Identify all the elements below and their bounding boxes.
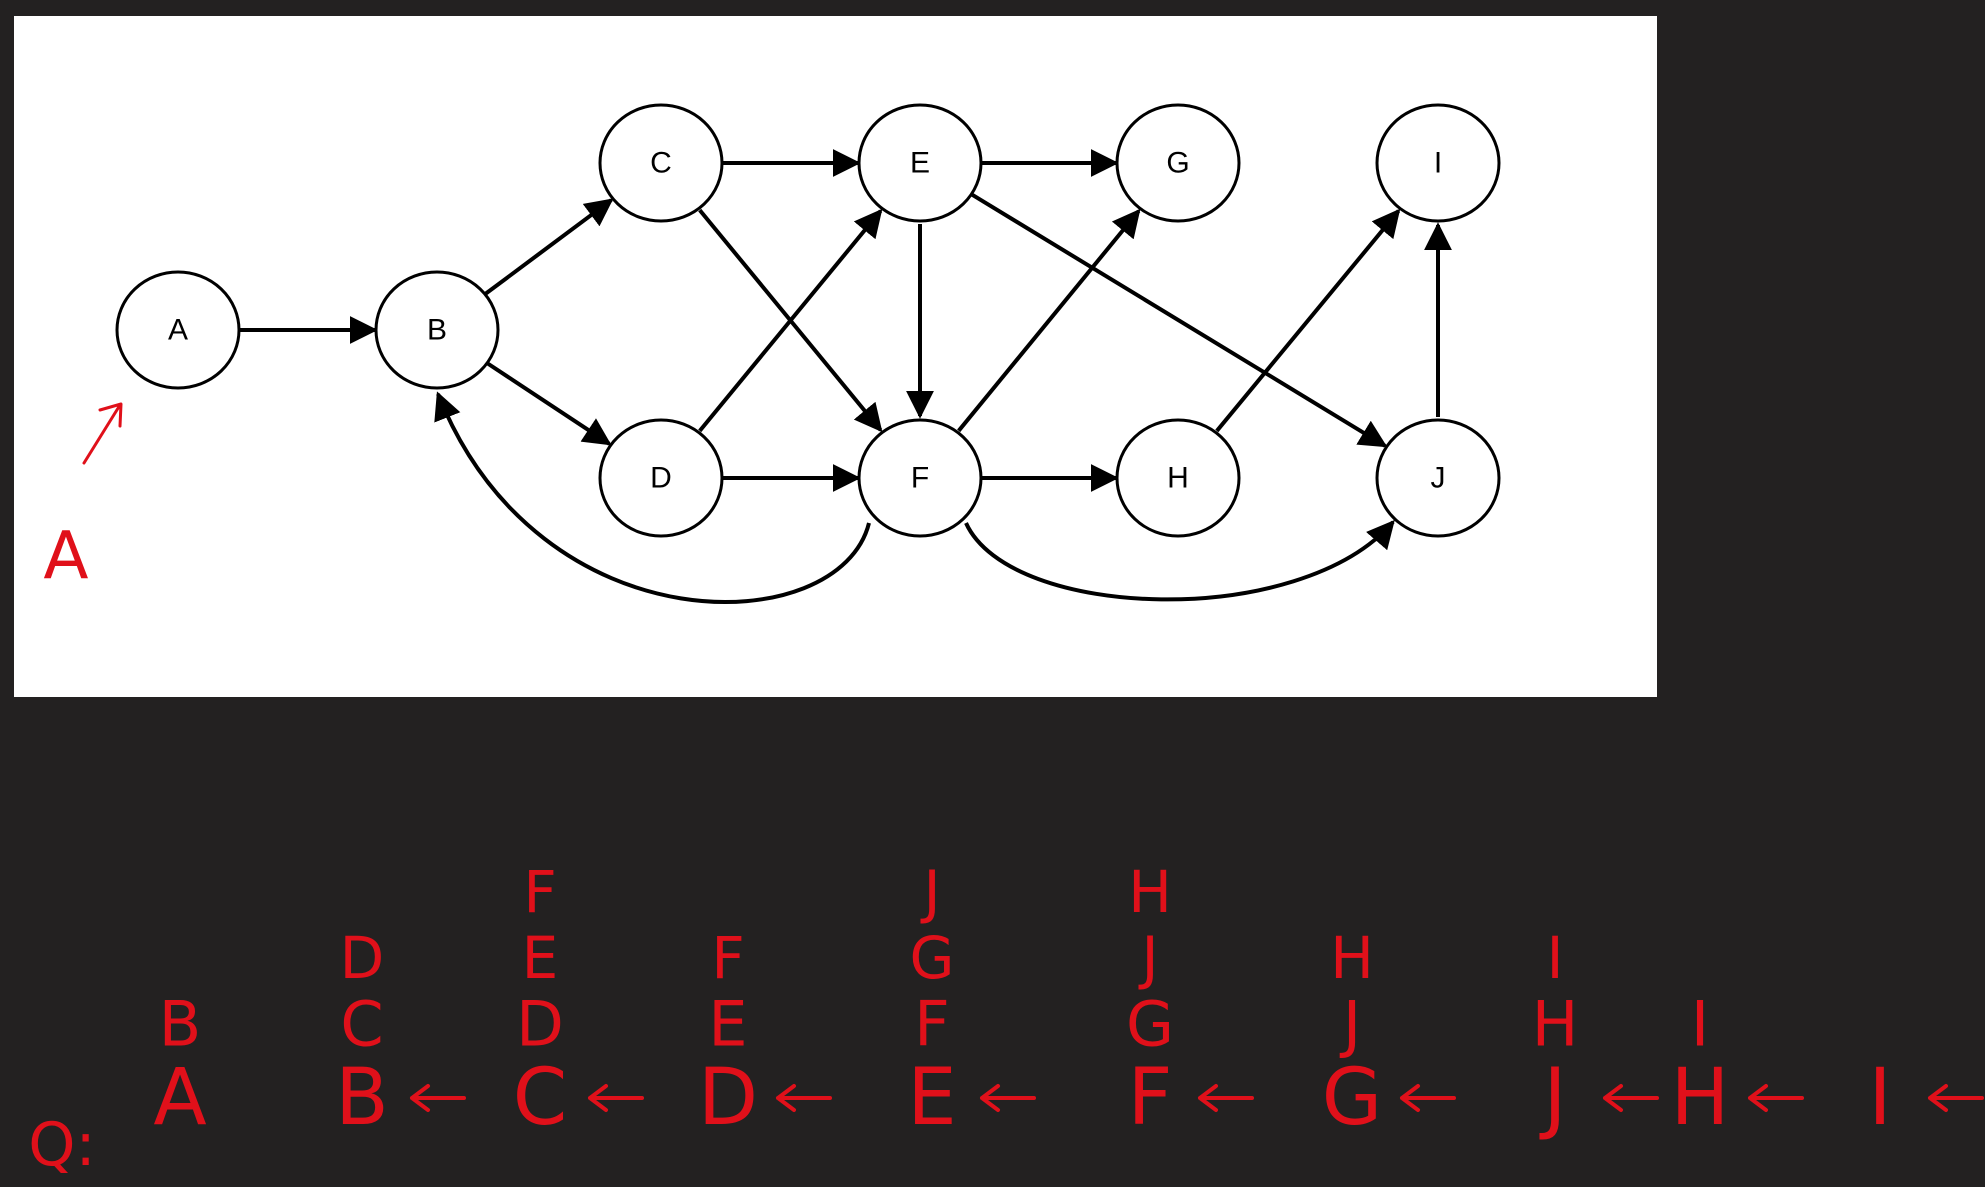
queue-pending-label: J: [920, 858, 940, 926]
queue-pending-label: H: [1532, 988, 1579, 1061]
dequeue-arrow-icon: [1198, 1084, 1254, 1112]
queue-step-label: B: [335, 1053, 389, 1143]
node-h: H: [1115, 418, 1241, 538]
queue-pending-label: F: [914, 988, 950, 1061]
queue-step-label: E: [907, 1053, 956, 1143]
queue-step-label: D: [698, 1053, 758, 1143]
node-circle: [857, 418, 983, 538]
queue-pending-label: F: [523, 858, 556, 926]
node-f: F: [857, 418, 983, 538]
queue-pending-label: G: [1126, 988, 1174, 1061]
queue-pending-label: D: [340, 924, 385, 992]
queue-pending-label: J: [1138, 924, 1158, 992]
queue-pending-label: H: [1330, 924, 1374, 992]
node-circle: [374, 270, 500, 390]
node-c: C: [598, 103, 724, 223]
queue-step-label: A: [153, 1053, 206, 1143]
queue-pending-label: C: [340, 988, 383, 1061]
queue-step-label: H: [1671, 1053, 1730, 1143]
node-i: I: [1375, 103, 1501, 223]
queue-pending-label: E: [708, 988, 747, 1061]
queue-pending-label: I: [1691, 988, 1709, 1061]
queue-pending-label: D: [516, 988, 564, 1061]
edge-e-to-j: [971, 192, 1388, 448]
queue-pending-label: H: [1128, 858, 1172, 926]
node-label: F: [911, 462, 929, 495]
graph-nodes: A B C D E F G H I J: [115, 103, 1501, 538]
node-circle: [857, 103, 983, 223]
node-label: I: [1434, 147, 1442, 180]
node-circle: [1375, 418, 1501, 538]
node-label: J: [1431, 462, 1446, 495]
start-node-annotation: A: [43, 518, 88, 595]
dequeue-arrow-icon: [1603, 1084, 1659, 1112]
queue-step: GJH: [1322, 924, 1456, 1143]
queue-step: DEF: [698, 924, 832, 1143]
node-circle: [1115, 103, 1241, 223]
node-j: J: [1375, 418, 1501, 538]
edge-h-to-i: [1215, 208, 1401, 433]
edge-f-to-g: [957, 208, 1141, 433]
queue-step: HI: [1671, 988, 1804, 1143]
edge-b-to-d: [486, 361, 612, 446]
queue-step: JHI: [1532, 924, 1659, 1143]
node-label: C: [650, 147, 672, 180]
queue-step-label: I: [1868, 1053, 1891, 1143]
queue-step: AB: [153, 988, 206, 1144]
node-circle: [1115, 418, 1241, 538]
queue-step-label: J: [1538, 1053, 1566, 1143]
queue-pending-label: I: [1546, 924, 1563, 992]
graph-edges: [239, 149, 1452, 604]
queue-step-label: C: [513, 1053, 567, 1143]
node-label: D: [650, 462, 672, 495]
node-circle: [598, 418, 724, 538]
queue-step: BCD: [335, 924, 466, 1143]
node-circle: [1375, 103, 1501, 223]
queue-pending-label: J: [1339, 988, 1361, 1061]
edge-f-to-j: [964, 519, 1395, 602]
dequeue-arrow-icon: [1400, 1084, 1456, 1112]
queue-pending-label: F: [711, 924, 744, 992]
node-d: D: [598, 418, 724, 538]
queue-pending-label: G: [910, 924, 955, 992]
edge-d-to-e: [698, 208, 883, 433]
queue-pending-label: B: [159, 988, 202, 1061]
start-arrow-annotation: [82, 402, 123, 465]
queue-step-label: G: [1322, 1053, 1382, 1143]
node-label: B: [427, 314, 447, 347]
queue-prefix-annotation: Q:: [28, 1110, 95, 1180]
node-e: E: [857, 103, 983, 223]
node-a: A: [115, 270, 241, 390]
node-label: G: [1166, 147, 1189, 180]
node-g: G: [1115, 103, 1241, 223]
node-circle: [115, 270, 241, 390]
dequeue-arrow-icon: [588, 1084, 644, 1112]
queue-pending-label: E: [522, 924, 559, 992]
edge-b-to-c: [484, 198, 614, 296]
dequeue-arrow-icon: [1748, 1084, 1804, 1112]
queue-step-label: F: [1128, 1053, 1173, 1143]
dequeue-arrow-icon: [410, 1084, 466, 1112]
edge-f-to-b: [434, 391, 871, 604]
dequeue-arrow-icon: [980, 1084, 1036, 1112]
dequeue-arrow-icon: [776, 1084, 832, 1112]
node-label: E: [910, 147, 930, 180]
node-label: A: [168, 314, 188, 347]
node-label: H: [1167, 462, 1189, 495]
node-circle: [598, 103, 724, 223]
node-b: B: [374, 270, 500, 390]
graph-panel: [14, 16, 1657, 697]
dequeue-arrow-icon: [1928, 1084, 1984, 1112]
queue-step: I: [1868, 1053, 1984, 1143]
